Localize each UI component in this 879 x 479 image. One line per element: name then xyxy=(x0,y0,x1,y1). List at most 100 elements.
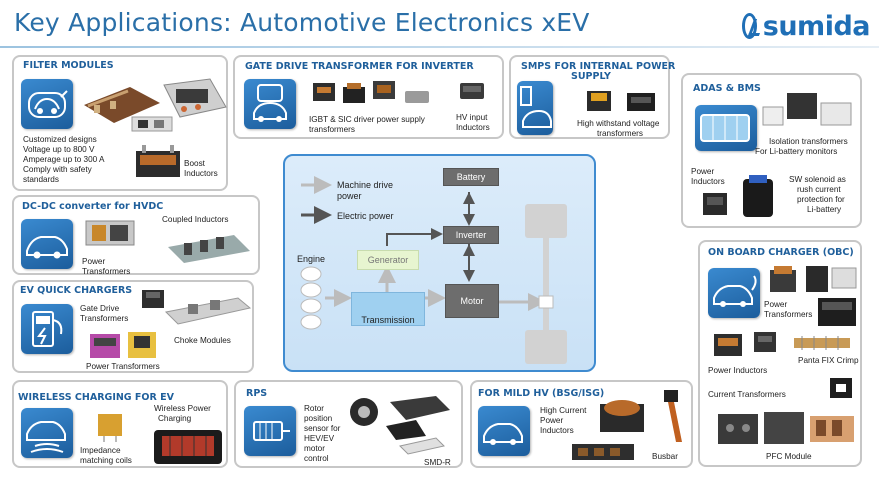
sumida-logo-mark-icon xyxy=(742,13,757,39)
igbt-sic-label-2: transformers xyxy=(309,125,355,134)
diagram-connectors xyxy=(300,176,567,364)
sumida-logo: sumida xyxy=(742,10,871,42)
obc-power-inductors-label: Power Inductors xyxy=(708,366,768,375)
adas-power-inductors-label-2: Inductors xyxy=(691,177,725,186)
battery-node: Battery xyxy=(443,168,499,186)
boost-inductors-label-1: Boost xyxy=(184,159,205,168)
obc-power-label-1: Power xyxy=(764,300,788,309)
car-side-icon xyxy=(21,219,73,269)
impedance-label-2: matching coils xyxy=(80,456,132,465)
panel-title: RPS xyxy=(246,388,268,399)
panel-title-line-2: SUPPLY xyxy=(571,71,611,82)
motor-sensor-icon xyxy=(244,406,296,456)
evq-power-transformers-image xyxy=(90,332,156,358)
boost-inductors-label-2: Inductors xyxy=(184,169,218,178)
plug-in-car-icon xyxy=(708,268,760,318)
pfc-module-label: PFC Module xyxy=(766,452,812,461)
panel-title: ADAS & BMS xyxy=(693,83,761,94)
isolation-label-2: For Li-battery monitors xyxy=(755,147,838,156)
sw-solenoid-image xyxy=(743,175,773,217)
gate-drive-transformers-image xyxy=(313,81,429,103)
rotor-label-6: control xyxy=(304,454,329,463)
dcdc-power-transformers-label-1: Power xyxy=(82,257,106,266)
obc-products-image xyxy=(770,266,857,292)
impedance-coil-image xyxy=(98,414,122,442)
charging-station-icon xyxy=(21,304,73,354)
panel-mild-hv: FOR MILD HV (BSG/ISG) High Current Power… xyxy=(470,380,693,468)
mild-hv-module-image xyxy=(572,444,634,460)
obc-coil-image xyxy=(754,332,776,352)
obc-power-inductor-image xyxy=(714,334,742,356)
igbt-sic-label-1: IGBT & SIC driver power supply xyxy=(309,115,425,124)
transmission-node: Transmission xyxy=(351,292,425,326)
rotor-label-5: motor xyxy=(304,444,325,453)
boost-inductor-image xyxy=(136,145,180,177)
panel-ev-quick-chargers: EV QUICK CHARGERS Gate Drive Transformer… xyxy=(12,280,254,373)
isolation-label-1: Isolation transformers xyxy=(769,137,848,146)
sw-solenoid-label-4: Li-battery xyxy=(807,205,842,214)
panel-title-line-1: SMPS FOR INTERNAL POWER xyxy=(521,61,676,72)
inverter-node: Inverter xyxy=(443,226,499,244)
high-withstand-label-1: High withstand voltage xyxy=(577,119,660,128)
hybrid-car-icon xyxy=(478,406,530,456)
gate-drive-label-1: Gate Drive xyxy=(80,304,120,313)
high-current-inductor-image xyxy=(600,400,644,432)
hv-input-label-1: HV input xyxy=(456,113,488,122)
coupled-inductors-label: Coupled Inductors xyxy=(162,215,229,224)
logo-text: sumida xyxy=(762,10,871,42)
panel-title: EV QUICK CHARGERS xyxy=(20,285,133,296)
gate-drive-label-2: Transformers xyxy=(80,314,129,323)
ev-plug-car-icon xyxy=(21,79,73,129)
legend-machine-drive-1: Machine drive xyxy=(337,180,394,190)
panel-filter-modules: FILTER MODULES Customized designs Voltag… xyxy=(12,55,228,191)
panel-title: FILTER MODULES xyxy=(23,60,114,71)
panta-fix-crimp-label: Panta FIX Crimp xyxy=(798,356,859,365)
choke-modules-label: Choke Modules xyxy=(174,336,231,345)
filter-desc-5: standards xyxy=(23,175,59,184)
rotor-label-4: HEV/EV xyxy=(304,434,335,443)
filter-desc-4: Comply with safety xyxy=(23,165,92,174)
evq-power-transformers-label: Power Transformers xyxy=(86,362,160,371)
rotor-label-3: sensor for xyxy=(304,424,341,433)
motor-node: Motor xyxy=(445,284,499,318)
battery-car-icon xyxy=(517,81,553,135)
panel-on-board-charger: ON BOARD CHARGER (OBC) Power Transformer… xyxy=(698,240,862,467)
rotor-label-1: Rotor xyxy=(304,404,325,413)
current-transformers-label: Current Transformers xyxy=(708,390,786,399)
high-current-label-3: Inductors xyxy=(540,426,574,435)
high-current-label-2: Power xyxy=(540,416,564,425)
choke-modules-image xyxy=(164,297,252,325)
panel-title: DC-DC converter for HVDC xyxy=(22,201,164,212)
sw-solenoid-label-3: protection for xyxy=(797,195,845,204)
wireless-power-label-1: Wireless Power xyxy=(154,404,211,413)
smd-r-image xyxy=(399,437,445,455)
busbar-image xyxy=(664,390,682,442)
engine-label: Engine xyxy=(297,254,326,264)
smd-r-label: SMD-R xyxy=(424,458,451,467)
high-current-label-1: High Current xyxy=(540,406,587,415)
filter-desc-3: Amperage up to 300 A xyxy=(23,155,105,164)
dcdc-power-transformer-image xyxy=(85,220,135,246)
title-divider xyxy=(0,46,879,48)
battery-pack-icon xyxy=(695,105,757,151)
legend-electric-power: Electric power xyxy=(337,211,394,221)
wireless-charging-pad-image xyxy=(154,430,222,464)
adas-power-inductors-label-1: Power xyxy=(691,167,715,176)
panel-adas-bms: ADAS & BMS Isolation transformers For Li… xyxy=(681,73,862,228)
sw-solenoid-label-1: SW solenoid as xyxy=(789,175,846,184)
legend-machine-drive-2: power xyxy=(337,191,362,201)
impedance-label-1: Impedance xyxy=(80,446,121,455)
hv-input-inductor-image xyxy=(460,83,484,99)
xev-powertrain-diagram: Machine drive power Electric power Batte… xyxy=(283,154,596,372)
pfc-module-image xyxy=(718,412,854,444)
smps-transformers-image xyxy=(587,91,655,111)
rotor-sensor-image xyxy=(350,396,450,440)
rotor-label-2: position xyxy=(304,414,333,423)
car-icon xyxy=(244,79,296,129)
hv-input-label-2: Inductors xyxy=(456,123,490,132)
current-transformer-image xyxy=(830,378,852,398)
panel-wireless-charging: WIRELESS CHARGING FOR EV Impedance match… xyxy=(12,380,228,468)
panel-title: GATE DRIVE TRANSFORMER FOR INVERTER xyxy=(245,61,474,72)
obc-large-module-image xyxy=(818,298,856,326)
sw-solenoid-label-2: rush current xyxy=(797,185,841,194)
